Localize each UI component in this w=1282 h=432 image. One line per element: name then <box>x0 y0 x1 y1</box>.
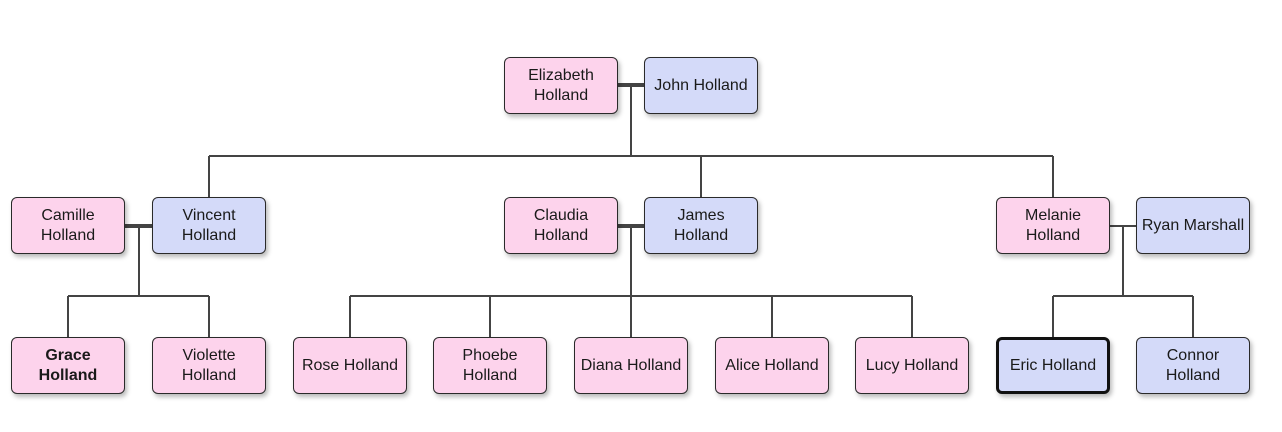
person-lucy-holland[interactable]: Lucy Holland <box>855 337 969 394</box>
person-diana-holland[interactable]: Diana Holland <box>574 337 688 394</box>
person-melanie-holland[interactable]: Melanie Holland <box>996 197 1110 254</box>
person-name: Eric Holland <box>1009 356 1097 374</box>
person-name: Alice Holland <box>725 356 819 374</box>
person-camille-holland[interactable]: Camille Holland <box>11 197 125 254</box>
person-name: Melanie Holland <box>1024 206 1082 244</box>
person-name: Connor Holland <box>1165 346 1221 384</box>
person-name: Camille Holland <box>40 206 96 244</box>
person-james-holland[interactable]: James Holland <box>644 197 758 254</box>
person-name: Grace Holland <box>38 346 98 384</box>
person-name: Diana Holland <box>580 356 682 374</box>
person-name: Claudia Holland <box>533 206 589 244</box>
person-phoebe-holland[interactable]: Phoebe Holland <box>433 337 547 394</box>
person-connor-holland[interactable]: Connor Holland <box>1136 337 1250 394</box>
person-john-holland[interactable]: John Holland <box>644 57 758 114</box>
person-name: Elizabeth Holland <box>528 66 594 104</box>
person-name: Phoebe Holland <box>462 346 518 384</box>
person-name: Ryan Marshall <box>1141 216 1245 234</box>
person-name: Violette Holland <box>181 346 237 384</box>
person-name: James Holland <box>673 206 729 244</box>
person-vincent-holland[interactable]: Vincent Holland <box>152 197 266 254</box>
person-elizabeth-holland[interactable]: Elizabeth Holland <box>504 57 618 114</box>
person-ryan-marshall[interactable]: Ryan Marshall <box>1136 197 1250 254</box>
person-claudia-holland[interactable]: Claudia Holland <box>504 197 618 254</box>
person-name: John Holland <box>654 76 748 94</box>
person-eric-holland[interactable]: Eric Holland <box>996 337 1110 394</box>
person-name: Vincent Holland <box>181 206 237 244</box>
person-name: Rose Holland <box>301 356 399 374</box>
person-grace-holland[interactable]: Grace Holland <box>11 337 125 394</box>
person-violette-holland[interactable]: Violette Holland <box>152 337 266 394</box>
person-rose-holland[interactable]: Rose Holland <box>293 337 407 394</box>
person-alice-holland[interactable]: Alice Holland <box>715 337 829 394</box>
person-name: Lucy Holland <box>865 356 959 374</box>
